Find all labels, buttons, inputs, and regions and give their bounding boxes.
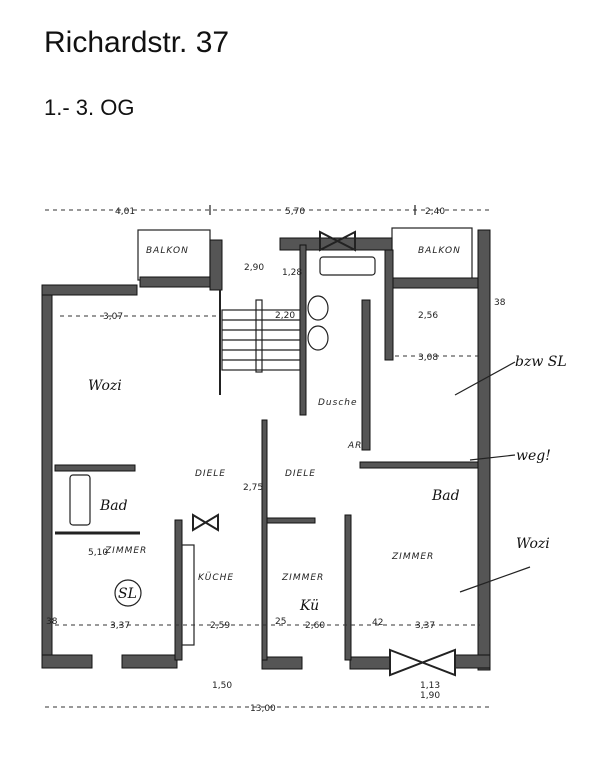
measure: 38 [494, 298, 506, 308]
toilet-icon [307, 325, 329, 351]
annotation-weg: weg! [516, 448, 551, 464]
staircase [221, 299, 301, 373]
window-symbol-bottom [389, 648, 456, 677]
annotation-bzw-sl: bzw SL [515, 354, 567, 370]
window-symbol-mid [192, 513, 219, 532]
room-diele-right: DIELE [285, 469, 316, 479]
page-title: Richardstr. 37 [44, 26, 230, 59]
bathtub-right [319, 256, 376, 276]
window-symbol-top [319, 230, 356, 252]
room-zimmer-left: ZIMMER [104, 546, 147, 556]
measure: 1,28 [282, 268, 302, 278]
room-zimmer-mid: ZIMMER [281, 573, 324, 583]
measure: 2,75 [243, 483, 263, 493]
sink-icon [307, 295, 329, 321]
measure: 3,37 [110, 621, 130, 631]
measure: 2,56 [418, 311, 438, 321]
measure: 1,13 [420, 681, 440, 691]
measure: 3,08 [418, 353, 438, 363]
room-kueche: KÜCHE [198, 572, 234, 583]
dim-top-1: 4,01 [115, 207, 135, 217]
room-bad-left: Bad [99, 498, 128, 514]
annotation-wozi-left: Wozi [88, 378, 122, 394]
measure: 2,59 [210, 621, 230, 631]
dim-top-3: 2,40 [425, 207, 445, 217]
room-diele-left: DIELE [195, 469, 226, 479]
room-balkon-right: BALKON [418, 246, 461, 256]
measure: 38 [46, 617, 58, 627]
room-balkon-left: BALKON [146, 246, 189, 256]
measure: 3,37 [415, 621, 435, 631]
dim-bottom: 13,00 [250, 704, 276, 714]
page-subtitle: 1.- 3. OG [44, 95, 135, 120]
dimension-line-top [45, 205, 490, 215]
kitchen-counter [181, 544, 195, 646]
measure: 3,07 [103, 312, 123, 322]
annotation-sl: SL [118, 586, 137, 602]
interior-walls [54, 244, 479, 661]
measure: 42 [372, 618, 383, 628]
bathtub-left [69, 474, 91, 526]
measure: 1,50 [212, 681, 232, 691]
room-zimmer-right: ZIMMER [391, 552, 434, 562]
measure: 2,90 [244, 263, 264, 273]
measure: 1,90 [420, 691, 440, 701]
measure: 25 [275, 617, 286, 627]
room-dusche: Dusche [318, 398, 358, 408]
annotation-ku: Kü [299, 598, 319, 614]
dim-top-2: 5,70 [285, 207, 305, 217]
outer-walls [41, 229, 491, 671]
sl-circle [114, 579, 142, 607]
measure: 2,60 [305, 621, 325, 631]
annotation-wozi-right: Wozi [516, 536, 550, 552]
measure: 5,10 [88, 548, 108, 558]
measure: 2,20 [275, 311, 295, 321]
room-ar: AR [347, 441, 362, 451]
room-bad-right: Bad [431, 488, 460, 504]
